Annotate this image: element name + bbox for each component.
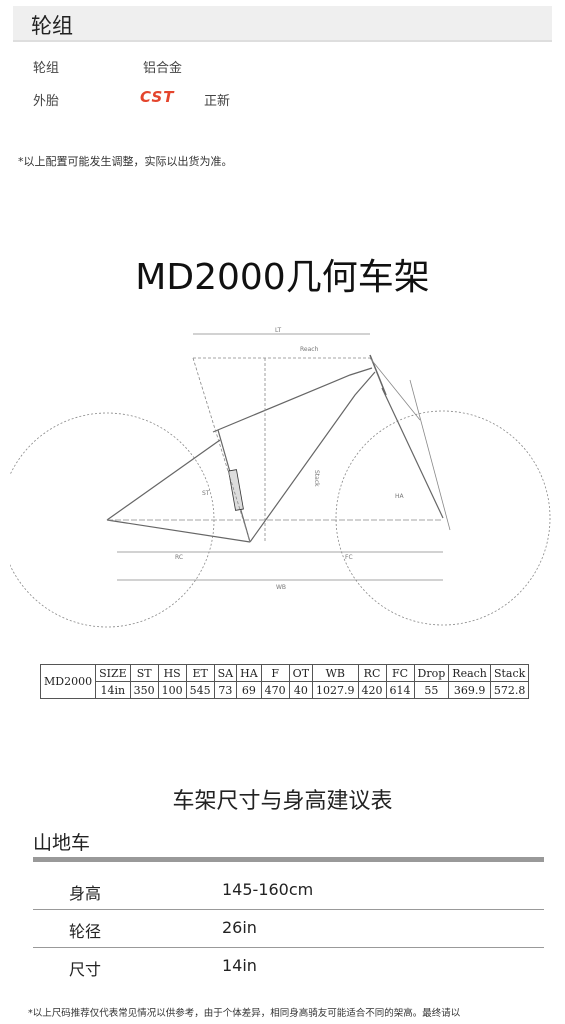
size-row-size: 尺寸 14in [33, 947, 544, 985]
geo-header: FC [385, 664, 415, 682]
size-row-value: 26in [222, 918, 257, 937]
geo-value: 614 [385, 681, 415, 699]
label-rc: RC [175, 554, 183, 561]
label-st: ST [202, 490, 210, 497]
top-tube [212, 367, 373, 433]
geo-value: 14in [95, 681, 131, 699]
label-stack: Stack [313, 470, 320, 487]
frame-title: MD2000几何车架 [135, 257, 430, 298]
size-row-height: 身高 145-160cm [33, 871, 544, 910]
section-header-wheelset: 轮组 [13, 6, 552, 42]
geo-header: Stack [489, 664, 530, 682]
geo-value: 69 [236, 681, 262, 699]
config-note: *以上配置可能发生调整，实际以出货为准。 [18, 155, 233, 168]
geo-value: 100 [157, 681, 187, 699]
geo-header: OT [288, 664, 314, 682]
section-title: 轮组 [31, 14, 73, 38]
geo-header: RC [357, 664, 387, 682]
size-row-value: 145-160cm [222, 880, 314, 899]
geo-header: F [260, 664, 290, 682]
label-lt: LT [275, 327, 282, 334]
geo-value: 572.8 [489, 681, 530, 699]
down-tube [249, 371, 376, 543]
seat-stay [106, 439, 221, 521]
geo-header: Reach [448, 664, 491, 682]
geo-model: MD2000 [39, 664, 97, 699]
label-reach: Reach [300, 346, 319, 353]
geo-header: SIZE [95, 664, 131, 682]
sizing-footnote: *以上尺码推荐仅代表常见情况以供参考，由于个体差异，相同身高骑友可能适合不同的架… [28, 1008, 461, 1019]
geo-value: 1027.9 [312, 681, 359, 699]
size-row-label: 身高 [69, 884, 102, 903]
geo-value: 369.9 [448, 681, 491, 699]
fork [381, 387, 444, 519]
size-row-label: 轮径 [69, 922, 102, 941]
chain-stay [106, 519, 251, 543]
category-label: 山地车 [33, 832, 91, 854]
geo-header: WB [312, 664, 359, 682]
cst-logo: CST [140, 88, 175, 106]
geo-value: 73 [213, 681, 238, 699]
geo-header: Drop [413, 664, 450, 682]
geo-value: 55 [413, 681, 450, 699]
geo-value: 350 [129, 681, 159, 699]
geo-value: 470 [260, 681, 290, 699]
label-fc: FC [345, 554, 353, 561]
spec-value-tire: 正新 [204, 94, 231, 109]
geo-value: 545 [185, 681, 215, 699]
spec-label-wheelset: 轮组 [33, 61, 60, 76]
geo-header: SA [213, 664, 238, 682]
label-wb: WB [276, 584, 286, 591]
size-row-label: 尺寸 [69, 960, 102, 979]
spec-value-wheelset: 铝合金 [143, 61, 183, 76]
spec-label-tire: 外胎 [33, 94, 60, 109]
sizing-title: 车架尺寸与身高建议表 [172, 789, 393, 814]
size-row-value: 14in [222, 956, 257, 975]
geo-header: HA [236, 664, 262, 682]
geo-header: ST [129, 664, 159, 682]
shock [228, 469, 244, 511]
geo-value: 40 [288, 681, 314, 699]
front-wheel [335, 410, 551, 626]
label-ha: HA [395, 493, 405, 500]
category-divider [33, 857, 544, 862]
size-row-wheel: 轮径 26in [33, 909, 544, 948]
geometry-table: MD2000 SIZE ST HS ET SA HA F OT WB RC FC… [39, 664, 530, 699]
geo-value: 420 [357, 681, 387, 699]
geo-header: ET [185, 664, 215, 682]
geo-header: HS [157, 664, 187, 682]
frame-geometry-diagram: LT Reach Stack WB RC FC ST HA [10, 327, 551, 628]
